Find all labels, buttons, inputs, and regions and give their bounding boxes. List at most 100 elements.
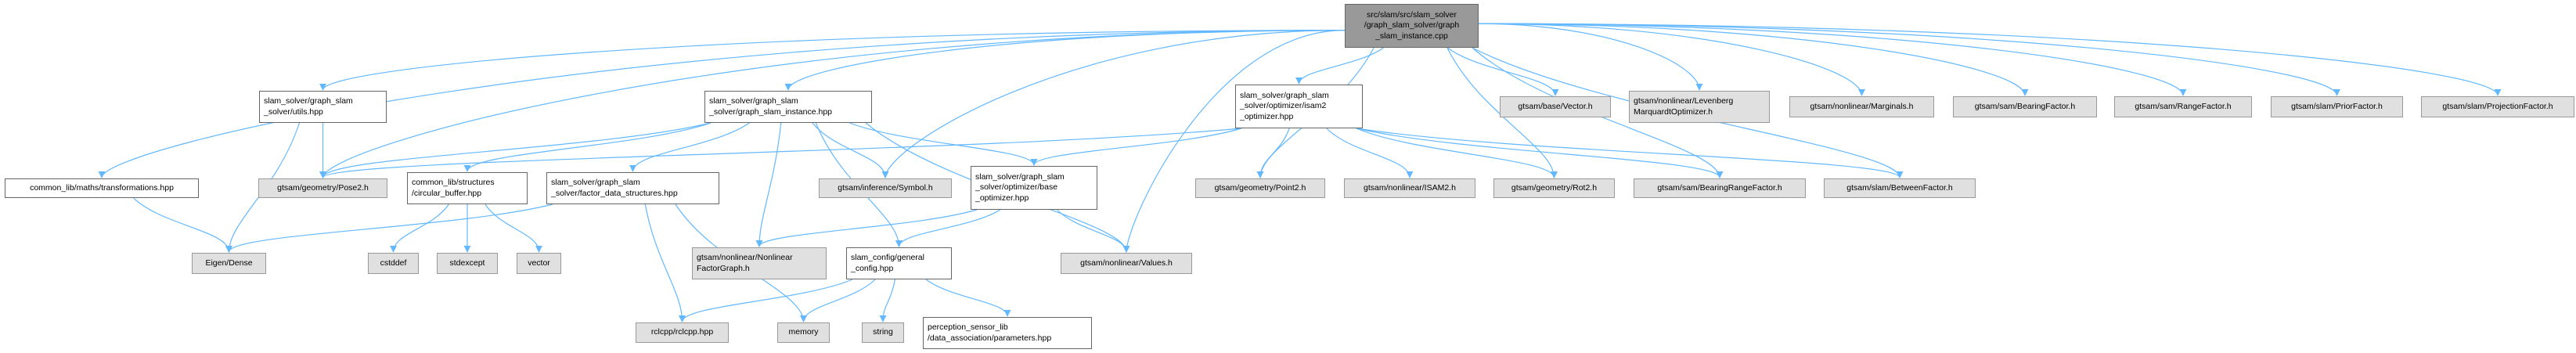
edge-isam2-to-rot2 bbox=[1356, 128, 1558, 178]
edge-root-to-isam2 bbox=[1295, 47, 1384, 85]
node-baseopt[interactable]: slam_solver/graph_slam _solver/optimizer… bbox=[971, 166, 1097, 210]
node-values[interactable]: gtsam/nonlinear/Values.h bbox=[1061, 253, 1192, 274]
edge-baseopt-to-values bbox=[1057, 209, 1130, 253]
node-vector_h[interactable]: gtsam/base/Vector.h bbox=[1500, 96, 1611, 117]
node-label: slam_solver/graph_slam _solver/optimizer… bbox=[975, 171, 1065, 203]
edge-instance-to-baseopt bbox=[849, 122, 1038, 166]
edge-root-to-marginals bbox=[1478, 23, 1865, 96]
node-range[interactable]: gtsam/sam/RangeFactor.h bbox=[2114, 96, 2252, 117]
node-rot2[interactable]: gtsam/geometry/Rot2.h bbox=[1493, 178, 1615, 198]
edge-root-to-instance bbox=[784, 30, 1346, 91]
edge-root-to-bearing bbox=[1478, 23, 2029, 96]
node-nfg[interactable]: gtsam/nonlinear/Nonlinear FactorGraph.h bbox=[692, 247, 827, 279]
edge-genconfig-to-params bbox=[925, 279, 1011, 317]
node-label: slam_config/general _config.hpp bbox=[851, 253, 924, 273]
edge-root-to-symbol bbox=[881, 30, 1346, 178]
node-label: gtsam/nonlinear/Values.h bbox=[1080, 258, 1173, 268]
edge-root-to-projection bbox=[1478, 23, 2502, 96]
node-label: gtsam/nonlinear/Marginals.h bbox=[1810, 101, 1914, 111]
node-label: common_lib/maths/transformations.hpp bbox=[30, 182, 174, 193]
edge-isam2-to-between bbox=[1356, 128, 1904, 178]
edge-utils-to-eigen bbox=[225, 122, 301, 253]
node-pose2[interactable]: gtsam/geometry/Pose2.h bbox=[258, 178, 387, 198]
node-label: slam_solver/graph_slam _solver/optimizer… bbox=[1240, 90, 1329, 121]
node-label: cstddef bbox=[380, 258, 407, 268]
node-stdexcept[interactable]: stdexcept bbox=[437, 253, 498, 274]
edge-genconfig-to-rclcpp bbox=[679, 279, 853, 322]
node-isam2[interactable]: slam_solver/graph_slam _solver/optimizer… bbox=[1235, 85, 1363, 128]
edge-instance-to-factordata bbox=[629, 122, 750, 172]
node-eigen[interactable]: Eigen/Dense bbox=[192, 253, 266, 274]
edge-root-to-vector_h bbox=[1447, 47, 1559, 96]
node-root[interactable]: src/slam/src/slam_solver /graph_slam_sol… bbox=[1345, 4, 1479, 48]
node-label: vector bbox=[528, 258, 550, 268]
edge-instance-to-circular bbox=[463, 122, 712, 172]
node-label: gtsam/base/Vector.h bbox=[1518, 101, 1593, 111]
node-label: memory bbox=[788, 327, 819, 337]
edge-genconfig-to-string bbox=[879, 279, 895, 322]
edge-root-to-utils bbox=[319, 30, 1346, 91]
node-utils[interactable]: slam_solver/graph_slam _solver/utils.hpp bbox=[259, 91, 387, 123]
edge-root-to-transformations bbox=[98, 30, 1346, 178]
edge-isam2-to-bearingrange bbox=[1356, 128, 1724, 178]
node-label: gtsam/nonlinear/Nonlinear FactorGraph.h bbox=[697, 253, 793, 273]
node-symbol[interactable]: gtsam/inference/Symbol.h bbox=[819, 178, 952, 198]
node-bearingrange[interactable]: gtsam/sam/BearingRangeFactor.h bbox=[1634, 178, 1806, 198]
node-label: string bbox=[873, 327, 893, 337]
edge-instance-to-pose2 bbox=[319, 122, 712, 178]
node-circular[interactable]: common_lib/structures /circular_buffer.h… bbox=[407, 172, 528, 204]
node-cstddef[interactable]: cstddef bbox=[368, 253, 419, 274]
node-projection[interactable]: gtsam/slam/ProjectionFactor.h bbox=[2421, 96, 2574, 117]
node-label: perception_sensor_lib /data_association/… bbox=[928, 322, 1052, 343]
edge-circular-to-cstddef bbox=[390, 204, 449, 253]
node-label: gtsam/geometry/Point2.h bbox=[1214, 182, 1306, 193]
edge-instance-to-nfg bbox=[755, 122, 782, 247]
edge-isam2-to-pose2 bbox=[319, 128, 1242, 178]
node-vector[interactable]: vector bbox=[517, 253, 561, 274]
edge-root-to-between bbox=[1472, 47, 1904, 178]
node-label: stdexcept bbox=[449, 258, 485, 268]
edge-factordata-to-rclcpp bbox=[644, 204, 686, 322]
node-genconfig[interactable]: slam_config/general _config.hpp bbox=[846, 247, 952, 279]
node-bearing[interactable]: gtsam/sam/BearingFactor.h bbox=[1953, 96, 2097, 117]
edge-baseopt-to-nfg bbox=[755, 209, 978, 247]
node-label: gtsam/slam/PriorFactor.h bbox=[2291, 101, 2383, 111]
edge-factordata-to-eigen bbox=[225, 204, 553, 253]
edge-circular-to-vector bbox=[485, 204, 542, 253]
edge-instance-to-symbol bbox=[812, 122, 889, 178]
node-marginals[interactable]: gtsam/nonlinear/Marginals.h bbox=[1789, 96, 1934, 117]
node-label: gtsam/geometry/Pose2.h bbox=[277, 182, 369, 193]
node-memory[interactable]: memory bbox=[777, 322, 830, 343]
node-between[interactable]: gtsam/slam/BetweenFactor.h bbox=[1824, 178, 1976, 198]
node-params[interactable]: perception_sensor_lib /data_association/… bbox=[923, 317, 1092, 349]
node-label: gtsam/slam/BetweenFactor.h bbox=[1846, 182, 1953, 193]
node-levenberg[interactable]: gtsam/nonlinear/Levenberg MarquardtOptim… bbox=[1629, 91, 1770, 123]
node-transformations[interactable]: common_lib/maths/transformations.hpp bbox=[5, 178, 199, 198]
node-point2[interactable]: gtsam/geometry/Point2.h bbox=[1195, 178, 1325, 198]
edge-root-to-rot2 bbox=[1447, 47, 1558, 178]
node-label: gtsam/sam/BearingFactor.h bbox=[1974, 101, 2076, 111]
edge-genconfig-to-memory bbox=[800, 279, 876, 322]
node-string[interactable]: string bbox=[862, 322, 904, 343]
edge-baseopt-to-genconfig bbox=[895, 209, 1001, 247]
node-label: gtsam/nonlinear/Levenberg MarquardtOptim… bbox=[1634, 96, 1734, 117]
edge-root-to-pose2 bbox=[319, 30, 1346, 178]
edge-isam2-to-isam2h bbox=[1326, 128, 1414, 178]
node-factordata[interactable]: slam_solver/graph_slam _solver/factor_da… bbox=[546, 172, 719, 204]
node-label: slam_solver/graph_slam _solver/utils.hpp bbox=[264, 96, 353, 117]
node-label: slam_solver/graph_slam _solver/factor_da… bbox=[551, 178, 678, 198]
node-label: gtsam/sam/BearingRangeFactor.h bbox=[1657, 182, 1782, 193]
node-label: gtsam/slam/ProjectionFactor.h bbox=[2442, 101, 2553, 111]
node-prior[interactable]: gtsam/slam/PriorFactor.h bbox=[2271, 96, 2403, 117]
edge-root-to-range bbox=[1478, 23, 2187, 96]
node-isam2h[interactable]: gtsam/nonlinear/ISAM2.h bbox=[1344, 178, 1475, 198]
edge-isam2-to-baseopt bbox=[1030, 128, 1242, 166]
edge-isam2-to-point2 bbox=[1256, 128, 1290, 178]
node-label: slam_solver/graph_slam _solver/graph_sla… bbox=[709, 96, 833, 117]
node-instance[interactable]: slam_solver/graph_slam _solver/graph_sla… bbox=[704, 91, 872, 123]
node-label: rclcpp/rclcpp.hpp bbox=[650, 327, 714, 337]
node-label: Eigen/Dense bbox=[205, 258, 253, 268]
node-rclcpp[interactable]: rclcpp/rclcpp.hpp bbox=[636, 322, 729, 343]
node-label: src/slam/src/slam_solver /graph_slam_sol… bbox=[1364, 9, 1460, 41]
